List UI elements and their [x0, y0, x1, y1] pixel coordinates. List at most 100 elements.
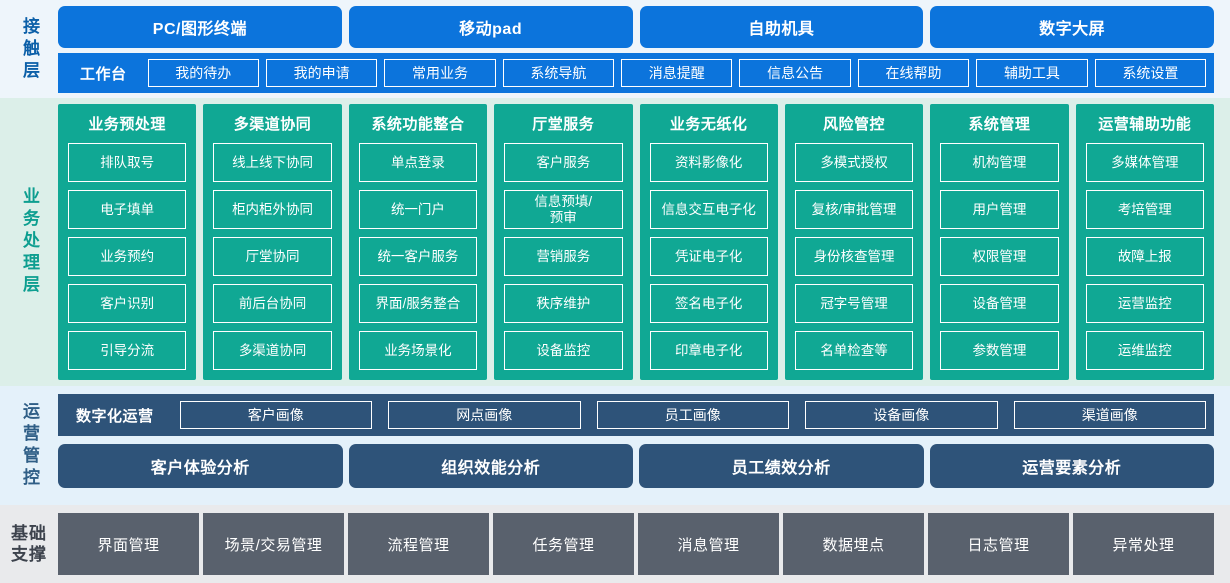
business-item[interactable]: 身份核查管理 — [794, 237, 914, 276]
foundation-box-message-management[interactable]: 消息管理 — [638, 513, 779, 575]
business-item[interactable]: 考培管理 — [1085, 190, 1204, 229]
business-item[interactable]: 柜内柜外协同 — [213, 190, 332, 229]
workbench-chip-aux-tools[interactable]: 辅助工具 — [976, 59, 1088, 87]
business-layer-label: 业务处理层 — [0, 104, 58, 380]
business-item[interactable]: 界面/服务整合 — [358, 284, 478, 323]
business-column-title: 业务预处理 — [88, 116, 166, 133]
workbench-title: 工作台 — [80, 65, 127, 83]
analysis-box-customer-experience[interactable]: 客户体验分析 — [58, 444, 343, 488]
channel-box-self-service[interactable]: 自助机具 — [639, 6, 924, 48]
ops-chip-employee-profile[interactable]: 员工画像 — [596, 401, 790, 429]
business-item[interactable]: 信息预填/ 预审 — [504, 190, 623, 229]
business-item[interactable]: 引导分流 — [68, 331, 187, 370]
business-item[interactable]: 厅堂协同 — [213, 237, 332, 276]
workbench-chip-online-help[interactable]: 在线帮助 — [857, 59, 970, 87]
business-item[interactable]: 秩序维护 — [504, 284, 623, 323]
channel-box-digital-screen[interactable]: 数字大屏 — [930, 6, 1214, 48]
business-item[interactable]: 多媒体管理 — [1085, 143, 1204, 182]
business-item[interactable]: 排队取号 — [68, 143, 187, 182]
business-item[interactable]: 统一门户 — [358, 190, 478, 229]
foundation-box-log-management[interactable]: 日志管理 — [928, 513, 1069, 575]
contact-layer-label: 接触层 — [0, 6, 58, 94]
business-item[interactable]: 客户服务 — [504, 143, 623, 182]
workbench-chip-my-application[interactable]: 我的申请 — [265, 59, 378, 87]
contact-layer-label-text: 接触层 — [20, 17, 40, 83]
business-item[interactable]: 签名电子化 — [649, 284, 768, 323]
business-layer-band: 业务处理层 业务预处理 排队取号 电子填单 业务预约 客户识别 引导分流 多渠道… — [0, 98, 1230, 386]
business-column-multichannel: 多渠道协同 线上线下协同 柜内柜外协同 厅堂协同 前后台协同 多渠道协同 — [203, 104, 342, 380]
business-item[interactable]: 前后台协同 — [213, 284, 332, 323]
business-item[interactable]: 单点登录 — [358, 143, 478, 182]
business-column-preprocess: 业务预处理 排队取号 电子填单 业务预约 客户识别 引导分流 — [58, 104, 197, 380]
business-column-title: 系统功能整合 — [371, 116, 465, 133]
business-item[interactable]: 信息交互电子化 — [649, 190, 768, 229]
business-column-lobby-service: 厅堂服务 客户服务 信息预填/ 预审 营销服务 秩序维护 设备监控 — [494, 104, 633, 380]
business-item[interactable]: 参数管理 — [940, 331, 1059, 370]
business-columns: 业务预处理 排队取号 电子填单 业务预约 客户识别 引导分流 多渠道协同 线上线… — [58, 104, 1230, 380]
analysis-box-operation-factors[interactable]: 运营要素分析 — [929, 444, 1214, 488]
business-column-title: 运营辅助功能 — [1098, 116, 1192, 133]
foundation-box-ui-management[interactable]: 界面管理 — [58, 513, 199, 575]
operations-layer-body: 数字化运营 客户画像 网点画像 员工画像 设备画像 渠道画像 客户体验分析 组织… — [58, 394, 1230, 497]
business-item[interactable]: 资料影像化 — [649, 143, 768, 182]
ops-chip-device-profile[interactable]: 设备画像 — [805, 401, 998, 429]
analysis-box-employee-performance[interactable]: 员工绩效分析 — [639, 444, 924, 488]
business-item[interactable]: 多渠道协同 — [213, 331, 332, 370]
ops-chip-branch-profile[interactable]: 网点画像 — [388, 401, 581, 429]
business-item[interactable]: 故障上报 — [1085, 237, 1204, 276]
foundation-box-exception-handling[interactable]: 异常处理 — [1073, 513, 1214, 575]
business-column-system-management: 系统管理 机构管理 用户管理 权限管理 设备管理 参数管理 — [930, 104, 1069, 380]
business-column-items: 机构管理 用户管理 权限管理 设备管理 参数管理 — [940, 143, 1059, 370]
channel-box-mobile-pad[interactable]: 移动pad — [348, 6, 633, 48]
business-item[interactable]: 设备监控 — [504, 331, 623, 370]
business-item[interactable]: 复核/审批管理 — [794, 190, 914, 229]
business-item[interactable]: 客户识别 — [68, 284, 187, 323]
business-item[interactable]: 多模式授权 — [794, 143, 914, 182]
business-column-items: 客户服务 信息预填/ 预审 营销服务 秩序维护 设备监控 — [504, 143, 623, 370]
foundation-box-task-management[interactable]: 任务管理 — [493, 513, 634, 575]
business-item[interactable]: 统一客户服务 — [358, 237, 478, 276]
business-item[interactable]: 营销服务 — [504, 237, 623, 276]
business-column-title: 多渠道协同 — [233, 116, 312, 133]
business-item[interactable]: 运营监控 — [1085, 284, 1204, 323]
channel-box-pc[interactable]: PC/图形终端 — [58, 6, 342, 48]
channel-row: PC/图形终端 移动pad 自助机具 数字大屏 — [58, 6, 1230, 48]
foundation-box-process-management[interactable]: 流程管理 — [348, 513, 489, 575]
foundation-layer-label: 基础支撑 — [0, 513, 58, 575]
business-column-operations-aux: 运营辅助功能 多媒体管理 考培管理 故障上报 运营监控 运维监控 — [1075, 104, 1214, 380]
operations-layer-label: 运营管控 — [0, 394, 58, 497]
business-item[interactable]: 设备管理 — [940, 284, 1059, 323]
business-column-title: 系统管理 — [968, 116, 1031, 133]
workbench-chip-my-todo[interactable]: 我的待办 — [147, 59, 259, 87]
business-column-title: 厅堂服务 — [532, 116, 595, 133]
business-item[interactable]: 印章电子化 — [649, 331, 768, 370]
business-item[interactable]: 权限管理 — [940, 237, 1059, 276]
business-item[interactable]: 电子填单 — [68, 190, 187, 229]
workbench-chip-system-settings[interactable]: 系统设置 — [1094, 59, 1207, 87]
business-column-system-integration: 系统功能整合 单点登录 统一门户 统一客户服务 界面/服务整合 业务场景化 — [348, 104, 488, 380]
operations-layer-band: 运营管控 数字化运营 客户画像 网点画像 员工画像 设备画像 渠道画像 客户体验… — [0, 386, 1230, 505]
business-item[interactable]: 运维监控 — [1085, 331, 1204, 370]
business-item[interactable]: 业务场景化 — [358, 331, 478, 370]
business-column-title: 风险管控 — [823, 116, 886, 133]
foundation-box-data-tracking[interactable]: 数据埋点 — [783, 513, 924, 575]
business-item[interactable]: 用户管理 — [940, 190, 1059, 229]
workbench-chip-common-business[interactable]: 常用业务 — [384, 59, 496, 87]
business-item[interactable]: 业务预约 — [68, 237, 187, 276]
business-item[interactable]: 凭证电子化 — [649, 237, 768, 276]
business-column-items: 资料影像化 信息交互电子化 凭证电子化 签名电子化 印章电子化 — [649, 143, 768, 370]
ops-chip-channel-profile[interactable]: 渠道画像 — [1013, 401, 1207, 429]
ops-chip-customer-profile[interactable]: 客户画像 — [179, 401, 373, 429]
workbench-chip-message-alert[interactable]: 消息提醒 — [621, 59, 733, 87]
business-item[interactable]: 线上线下协同 — [213, 143, 332, 182]
foundation-box-scenario-transaction[interactable]: 场景/交易管理 — [203, 513, 344, 575]
business-column-items: 排队取号 电子填单 业务预约 客户识别 引导分流 — [68, 143, 187, 370]
analysis-box-org-efficiency[interactable]: 组织效能分析 — [348, 444, 633, 488]
workbench-chip-announcement[interactable]: 信息公告 — [739, 59, 851, 87]
business-item[interactable]: 机构管理 — [940, 143, 1059, 182]
business-item[interactable]: 名单检查等 — [794, 331, 914, 370]
workbench-chip-system-navigation[interactable]: 系统导航 — [502, 59, 615, 87]
business-column-paperless: 业务无纸化 资料影像化 信息交互电子化 凭证电子化 签名电子化 印章电子化 — [639, 104, 778, 380]
business-item[interactable]: 冠字号管理 — [794, 284, 914, 323]
